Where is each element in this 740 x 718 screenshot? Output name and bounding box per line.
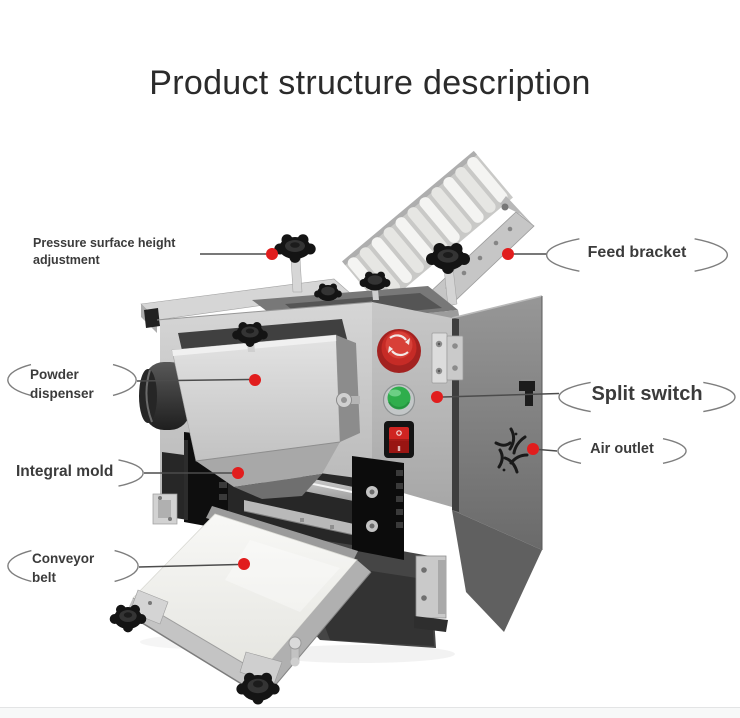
bubble-arc-air-left <box>557 438 582 464</box>
callout-label-conveyor-belt: Conveyor belt <box>32 549 94 587</box>
bubble-arc-conveyor-right <box>114 549 139 583</box>
dispenser-nozzle <box>350 396 360 404</box>
bubble-arc-feed-right <box>694 238 728 272</box>
callout-label-integral-mold: Integral mold <box>16 463 114 480</box>
bubble-arc-split-right <box>703 381 736 413</box>
callout-label-feed-bracket: Feed bracket <box>587 244 687 261</box>
callout-dot-conveyor <box>238 558 250 570</box>
bubble-arc-split-left <box>558 381 591 413</box>
adjustment-knob <box>426 243 470 307</box>
callout-dot-powder <box>249 374 261 386</box>
leveling-knob-front <box>236 651 283 705</box>
callout-dot-air <box>527 443 539 455</box>
callout-dots <box>232 248 539 570</box>
callout-dot-pressure <box>266 248 278 260</box>
page-title: Product structure description <box>149 64 591 102</box>
callout-line-air <box>538 448 558 452</box>
callout-line-powder <box>136 378 250 382</box>
label-line: dispenser <box>30 386 94 401</box>
bubble-arc-mold-right <box>118 459 144 487</box>
leg-bracket <box>414 555 448 632</box>
label-line: Conveyor <box>32 551 95 566</box>
callout-dot-mold <box>232 467 244 479</box>
door-hinge <box>431 332 464 384</box>
page-bottom-edge <box>0 707 740 718</box>
tray-knob <box>314 283 342 301</box>
callout-label-split-switch: Split switch <box>591 383 703 405</box>
callout-dot-feed <box>502 248 514 260</box>
bubble-arc-feed-left <box>546 238 580 272</box>
bubble-arc-powder-left <box>7 363 32 397</box>
bubble-arc-air-right <box>662 438 687 464</box>
callout-dot-split <box>431 391 443 403</box>
callout-bubbles <box>7 238 736 583</box>
tray-knob <box>359 271 391 300</box>
callout-label-powder-dispenser: Powder dispenser <box>30 365 94 403</box>
callout-lines <box>136 253 560 568</box>
label-line: Pressure surface height <box>33 236 176 250</box>
bubble-arc-conveyor-left <box>7 549 32 583</box>
callout-line-conveyor <box>138 563 239 568</box>
shadow <box>265 645 455 663</box>
feed-bracket-part <box>342 150 535 339</box>
label-line: Powder <box>30 367 79 382</box>
power-rocker-switch <box>384 421 414 458</box>
powder-dispenser-part <box>139 319 360 499</box>
emergency-stop-button <box>377 329 421 373</box>
dispenser-lid-knob <box>232 322 268 352</box>
control-panel <box>377 329 421 458</box>
start-button <box>382 383 416 417</box>
callout-label-pressure-adjustment: Pressure surface height adjustment <box>33 235 175 269</box>
conveyor-belt-part <box>109 506 372 705</box>
label-line: adjustment <box>33 253 100 267</box>
door-latch <box>519 379 535 406</box>
air-outlet-vent <box>494 427 529 474</box>
pressure-height-knob <box>274 234 316 293</box>
frame-bolt <box>288 636 302 667</box>
callout-line-split <box>442 392 560 398</box>
callout-label-air-outlet: Air outlet <box>590 441 654 457</box>
bubble-arc-powder-right <box>112 363 137 397</box>
leveling-knob-left <box>109 589 169 633</box>
label-line: belt <box>32 570 57 585</box>
